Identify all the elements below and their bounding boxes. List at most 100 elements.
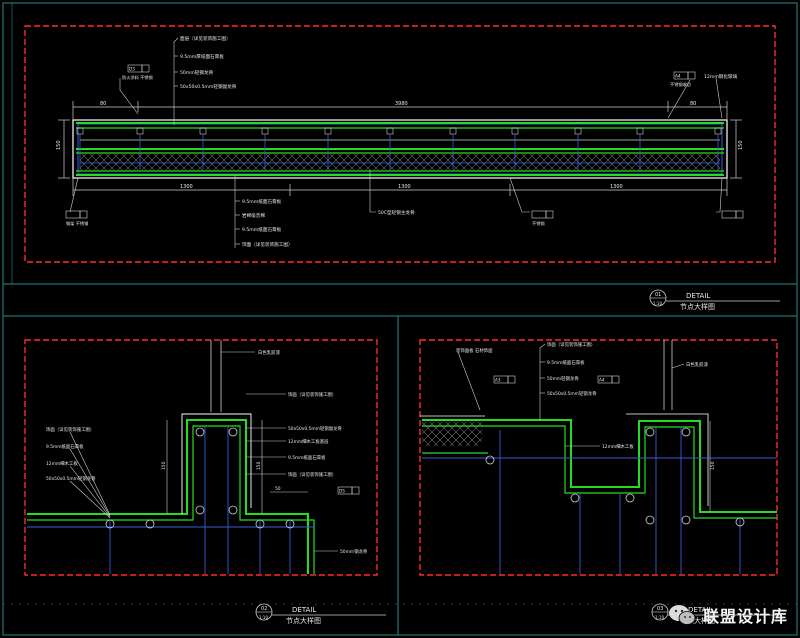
stud-node: [105, 519, 115, 529]
stud-node: [386, 127, 394, 135]
stud-node: [145, 519, 155, 529]
d02-r4: 9.5mm纸面石膏板: [288, 454, 326, 461]
stud-node: [285, 519, 295, 529]
tag-d01-r-cap: 不锈钢收边: [670, 81, 692, 88]
dim-left: 150: [56, 140, 62, 150]
dim-right: 150: [738, 140, 744, 150]
tag-d01-l-cap: 防火涂料 不锈钢: [122, 74, 153, 81]
stud-node: [136, 127, 144, 135]
d01-scale: 1:10: [653, 301, 662, 306]
d03-tags: [493, 375, 620, 384]
d03-top-l: 装饰面板 石材饰面: [456, 347, 493, 354]
stud-node: [714, 127, 722, 135]
stud-node: [570, 493, 580, 503]
d03-n4: 50x50x0.5mm轻钢龙骨: [547, 390, 597, 397]
note-d01-2: 9.5mm厚纸面石膏板: [180, 53, 224, 60]
note-d01-4: 50x50x0.5mm轻钢副龙骨: [180, 83, 237, 90]
stud-node: [199, 127, 207, 135]
stud-node: [195, 427, 205, 437]
watermark: 联盟设计库: [667, 602, 788, 628]
note-d01-8: 饰面（详见装饰施工图）: [242, 241, 293, 248]
stud-node: [681, 515, 691, 525]
note-d01-3: 50mm轻钢龙骨: [180, 69, 214, 76]
d02-dim-h: 50: [275, 486, 281, 492]
detail-01-title: [649, 289, 780, 307]
dim-top-2: 3980: [395, 101, 408, 107]
stud-node: [511, 127, 519, 135]
dim-bot-2: 1300: [398, 184, 411, 190]
tag-d01-br: 不锈钢: [532, 220, 545, 227]
d02-tag: [337, 486, 360, 495]
watermark-brand: 联盟设计库: [702, 607, 788, 626]
d02-scale: 1:10: [259, 615, 268, 620]
viewport-boundaries: [24, 25, 778, 576]
detail-02-leaders: [69, 351, 338, 552]
dim-top-1: 80: [100, 101, 106, 107]
d01-cn: 节点大样图: [680, 302, 715, 311]
note-d01-9: 50C型轻钢主龙骨: [378, 209, 415, 216]
d02-n2: 9.5mm纸面石膏板: [46, 443, 84, 450]
d02-num: 02: [261, 606, 267, 612]
detail-02-title: [255, 603, 386, 621]
detail-02-stud-nodes: [105, 427, 295, 529]
detail-01-tags: [65, 64, 744, 219]
d03-cn: 节点大样图: [680, 616, 715, 625]
detail-02-section: [27, 340, 315, 574]
d03-dim-v: 150: [710, 461, 716, 470]
d01-num: 01: [655, 292, 661, 298]
tag-d01-r: A4: [675, 74, 681, 79]
detail-03-stud-nodes: [485, 427, 745, 527]
tag-d01-l: D3: [129, 67, 135, 72]
d03-en: DETAIL: [688, 606, 712, 614]
d03-n2: 9.5mm纸面石膏板: [547, 359, 585, 366]
stud-node: [625, 493, 635, 503]
d03-n1: 饰面（详见装饰施工图）: [547, 341, 595, 348]
d02-r1: 饰面（详见装饰施工图）: [288, 391, 336, 398]
d03-n3: 50mm轻钢龙骨: [547, 375, 579, 382]
wechat-icon: [668, 605, 696, 625]
d02-cn: 节点大样图: [286, 616, 321, 625]
d02-top-note: 白色乳胶漆: [258, 349, 281, 356]
d03-mid: 12mm细木工板: [602, 443, 634, 450]
note-d01-7: 9.5mm纸面石膏板: [242, 226, 282, 233]
detail-01-leaders: [69, 37, 723, 248]
stud-node: [574, 127, 582, 135]
d03-tag2: A4: [599, 378, 605, 383]
d01-en: DETAIL: [686, 292, 710, 300]
d02-n1: 饰面（详见装饰施工图）: [46, 426, 94, 433]
d02-n4: 50x50x0.5mm轻钢龙骨: [46, 475, 96, 482]
detail-01-dimensions: [58, 101, 742, 196]
stud-node: [485, 455, 495, 465]
stud-node: [255, 519, 265, 529]
stud-node: [228, 427, 238, 437]
dim-bot-3: 1300: [610, 184, 623, 190]
stud-node: [735, 517, 745, 527]
detail-01-plan: [72, 119, 728, 179]
stud-node: [324, 127, 332, 135]
stud-node: [645, 427, 655, 437]
d02-dim-v2: 150: [256, 461, 262, 470]
stud-node: [636, 127, 644, 135]
detail-01-studs: [76, 127, 722, 170]
d02-dim-v1: 150: [161, 461, 167, 470]
d02-en: DETAIL: [292, 606, 316, 614]
stud-node: [261, 127, 269, 135]
d02-r3: 12mm细木工板基层: [288, 438, 329, 445]
stud-node: [645, 515, 655, 525]
d02-r2: 50x50x0.5mm轻钢副龙骨: [288, 425, 342, 432]
stud-node: [449, 127, 457, 135]
d03-scale: 1:10: [655, 615, 664, 620]
d03-top-r: 白色乳胶漆: [686, 361, 709, 368]
d03-tag1: A3: [495, 378, 501, 383]
detail-03-section: [420, 340, 777, 574]
d02-tag-text: D5: [339, 489, 345, 494]
stud-node: [681, 427, 691, 437]
stud-node: [228, 505, 238, 515]
d03-num: 03: [657, 606, 663, 612]
d02-r6: 50mm钢龙骨: [340, 548, 368, 555]
d02-n3: 12mm细木工板: [46, 460, 78, 467]
note-d01-tr: 12mm钢化玻璃: [704, 73, 738, 80]
dim-bot-1: 1300: [180, 184, 193, 190]
